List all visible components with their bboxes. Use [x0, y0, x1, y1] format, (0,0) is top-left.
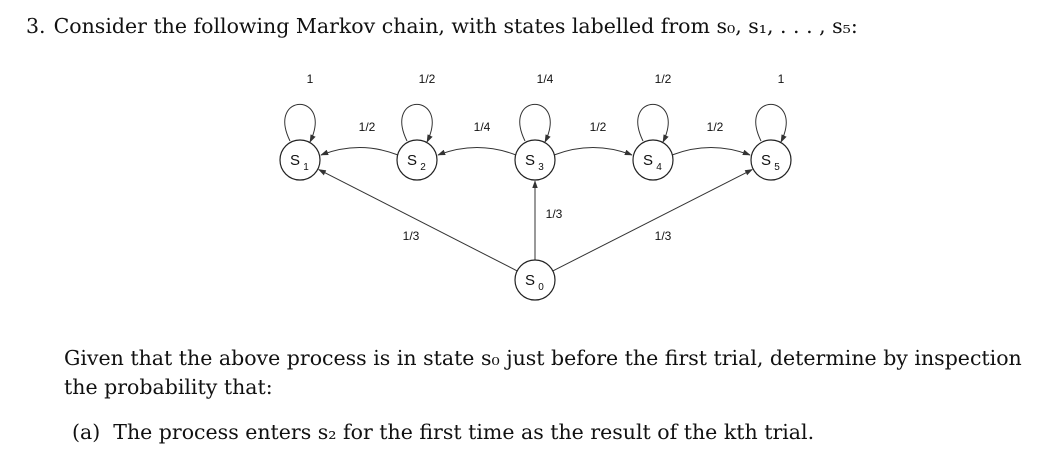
state-node-s5 [750, 139, 792, 181]
self-loop-s5 [755, 103, 787, 143]
state-subscript-s4: 4 [656, 162, 662, 173]
state-subscript-s5: 5 [774, 162, 780, 173]
transition-label-s3-s2: 1/4 [474, 120, 491, 134]
question-heading: 3. Consider the following Markov chain, w… [26, 14, 858, 38]
state-subscript-s0: 0 [538, 282, 544, 293]
transition-edges [317, 147, 753, 272]
transition-arrow-s0-s5 [552, 169, 753, 272]
self-loop-label-s5: 1 [778, 72, 785, 86]
state-label-s3: S [525, 152, 535, 169]
self-loop-label-s1: 1 [307, 72, 314, 86]
state-subscript-s2: 2 [420, 162, 426, 173]
transition-arrow-s3-s4 [553, 147, 633, 156]
self-loop-label-s2: 1/2 [419, 72, 436, 86]
self-loop-s3 [519, 103, 551, 143]
transition-label-s0-s5: 1/3 [655, 229, 672, 243]
question-text: Consider the following Markov chain, wit… [53, 14, 858, 38]
state-label-s5: S [761, 152, 771, 169]
state-node-s4 [632, 139, 674, 181]
transition-label-s0-s1: 1/3 [403, 229, 420, 243]
transition-labels: 1/2 1/4 1/2 1/2 1/3 1/3 1/3 1 1/2 1/4 1/2 1 [307, 72, 785, 243]
self-loops [284, 103, 787, 143]
state-node-s2 [396, 139, 438, 181]
transition-arrow-s3-s2 [437, 147, 517, 156]
state-node-s0 [514, 259, 556, 301]
state-node-s1 [279, 139, 321, 181]
transition-arrow-s4-s5 [671, 147, 751, 156]
self-loop-label-s3: 1/4 [537, 72, 554, 86]
self-loop-label-s4: 1/2 [655, 72, 672, 86]
self-loop-s1 [284, 103, 316, 143]
part-a: (a) The process enters s₂ for the first … [72, 420, 814, 444]
self-loop-s2 [401, 103, 433, 143]
transition-label-s3-s4: 1/2 [590, 120, 607, 134]
state-label-s0: S [525, 272, 535, 289]
state-node-s3 [514, 139, 556, 181]
state-label-s4: S [643, 152, 653, 169]
state-label-s2: S [407, 152, 417, 169]
transition-label-s4-s5: 1/2 [707, 120, 724, 134]
transition-arrow-s2-s1 [320, 147, 399, 156]
state-subscript-s3: 3 [538, 162, 544, 173]
transition-label-s0-s3: 1/3 [546, 207, 563, 221]
state-subscript-s1: 1 [303, 162, 309, 173]
part-a-text: The process enters s₂ for the first time… [113, 420, 815, 444]
state-label-s1: S [290, 152, 300, 169]
question-number: 3. [26, 14, 46, 38]
transition-arrow-s0-s1 [317, 169, 518, 272]
problem-paragraph: Given that the above process is in state… [64, 346, 1022, 399]
self-loop-s4 [637, 103, 669, 143]
transition-label-s2-s1: 1/2 [359, 120, 376, 134]
part-a-label: (a) [72, 420, 101, 444]
